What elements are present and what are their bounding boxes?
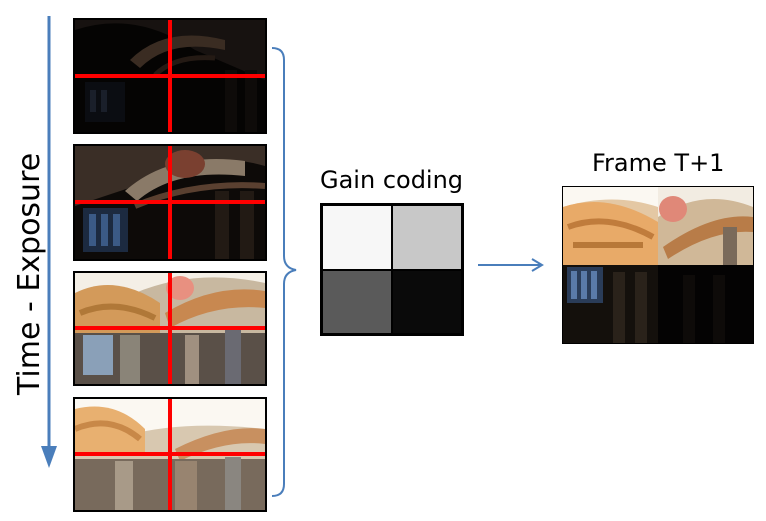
time-exposure-label: Time - Exposure <box>12 152 47 395</box>
output-frame-image <box>562 186 754 344</box>
gain-coding-title: Gain coding <box>320 166 464 194</box>
exposure-frame-4 <box>73 397 267 512</box>
exposure-frame-2 <box>73 144 267 261</box>
output-frame-title: Frame T+1 <box>592 149 725 177</box>
gain-cell-bottom-left <box>322 269 392 334</box>
time-arrow <box>41 16 57 468</box>
frames-bracket <box>271 47 297 497</box>
gain-coding-grid <box>320 203 464 336</box>
gain-cell-bottom-right <box>392 269 462 334</box>
exposure-frame-3 <box>73 271 267 386</box>
gain-cell-top-right <box>392 205 462 270</box>
exposure-frame-1 <box>73 18 267 134</box>
flow-arrow <box>478 258 544 272</box>
gain-cell-top-left <box>322 205 392 270</box>
